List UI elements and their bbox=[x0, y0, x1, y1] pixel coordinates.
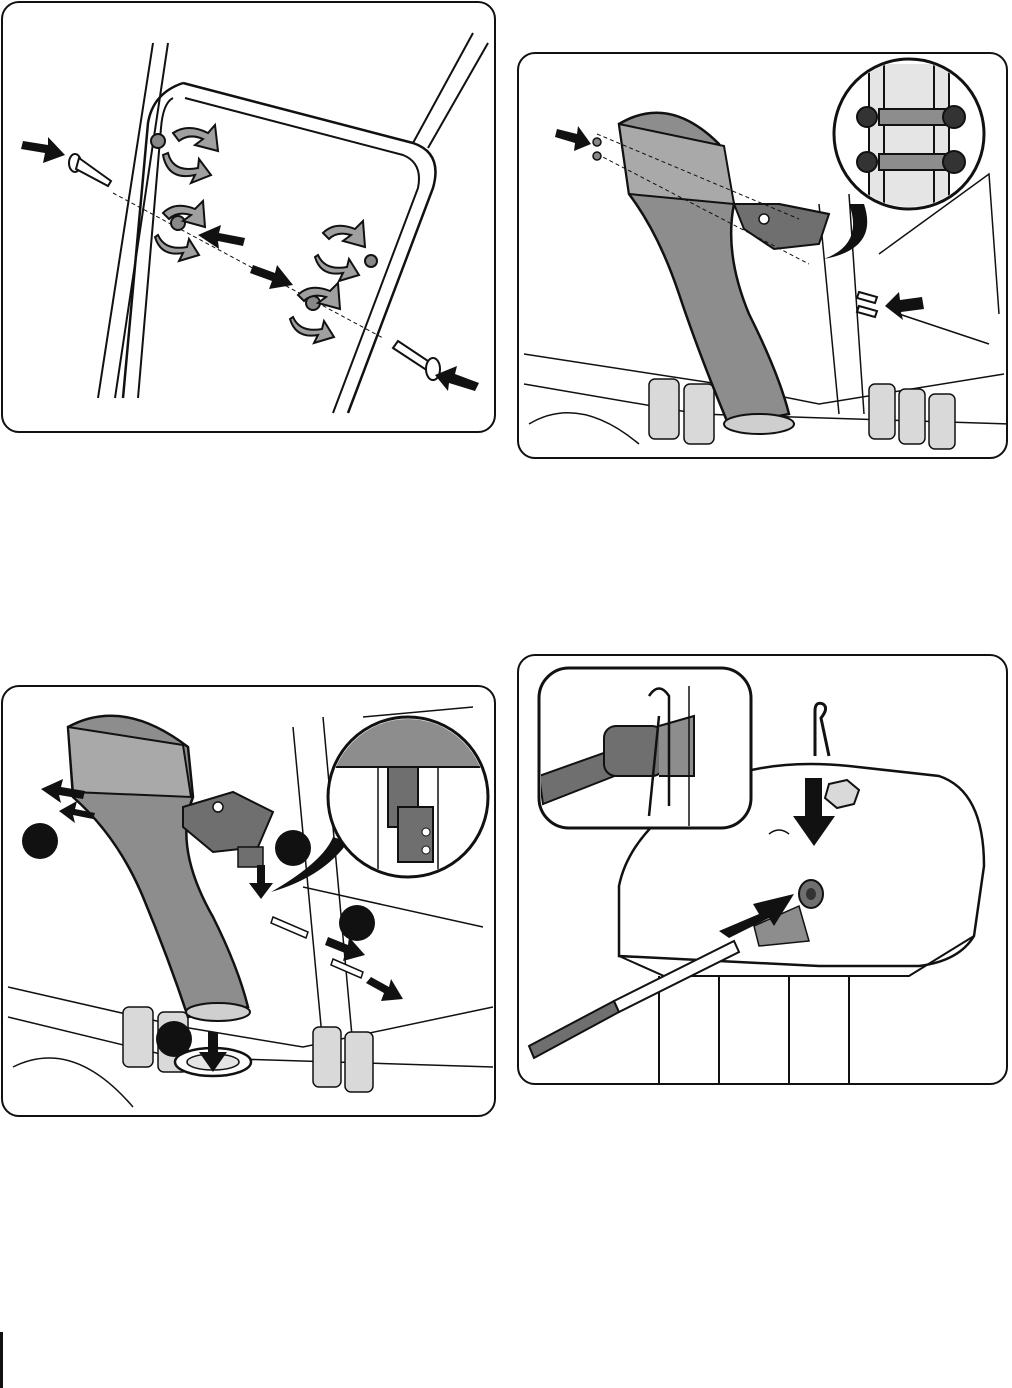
handle-hardware-figure bbox=[1, 1, 496, 433]
chute-removal-figure bbox=[1, 685, 496, 1117]
bolt-icon bbox=[857, 292, 877, 317]
page-edge-mark bbox=[0, 1332, 3, 1388]
bolt-icon bbox=[69, 154, 111, 186]
hairpin-clip-icon bbox=[815, 703, 829, 756]
chute-mounting-figure bbox=[517, 52, 1008, 459]
rotate-arrow-icon bbox=[155, 125, 365, 343]
nut-icon bbox=[593, 138, 601, 160]
discharge-chute bbox=[68, 716, 273, 1021]
chute-mounting-illustration bbox=[519, 54, 1008, 459]
bolt-icon bbox=[393, 341, 440, 380]
detail-callout-icon bbox=[271, 717, 496, 892]
shift-rod-clip-illustration bbox=[519, 656, 1008, 1085]
discharge-chute bbox=[597, 113, 829, 434]
shift-rod-clip-figure bbox=[517, 654, 1008, 1085]
detail-callout-icon bbox=[824, 59, 984, 259]
handle-hardware-illustration bbox=[3, 3, 496, 433]
detail-callout-icon bbox=[539, 668, 751, 828]
chute-removal-illustration bbox=[3, 687, 496, 1117]
